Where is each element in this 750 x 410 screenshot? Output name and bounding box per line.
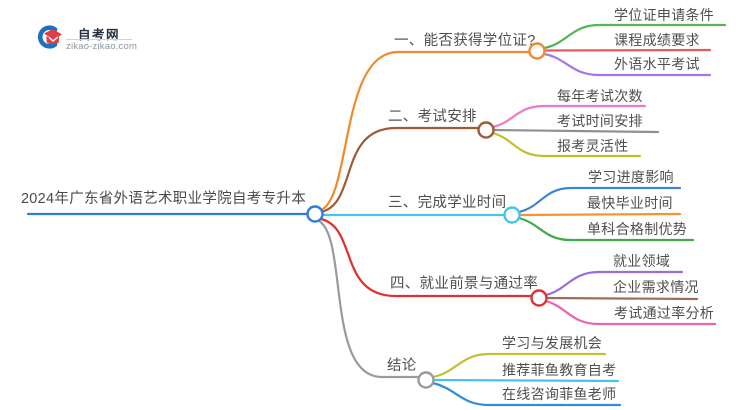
site-logo[interactable]: 自考网 zikao-zikao.com xyxy=(36,22,151,54)
leaf-1-3-label[interactable]: 外语水平考试 xyxy=(614,56,700,72)
connector-leaf-4-3 xyxy=(544,299,717,326)
connector-leaf-3-3 xyxy=(517,216,695,242)
leaf-5-3-label[interactable]: 在线咨询菲鱼老师 xyxy=(502,386,617,402)
branch-2-node-circle[interactable] xyxy=(477,121,495,139)
leaf-1-1-label[interactable]: 学位证申请条件 xyxy=(614,7,715,23)
connector-leaf-1-3 xyxy=(542,52,712,77)
branch-4-node-circle[interactable] xyxy=(530,289,548,307)
leaf-4-1-label[interactable]: 就业领域 xyxy=(613,253,671,269)
connector-leaf-2-2 xyxy=(492,128,660,134)
connector-leaf-1-2 xyxy=(543,48,712,52)
leaf-3-2-label[interactable]: 最快毕业时间 xyxy=(587,195,673,211)
leaf-4-2-label[interactable]: 企业需求情况 xyxy=(613,279,699,295)
leaf-3-3-label[interactable]: 单科合格制优势 xyxy=(587,221,688,237)
connector-leaf-1-1 xyxy=(542,23,727,50)
branch-2-label[interactable]: 二、考试安排 xyxy=(388,109,477,125)
connector-branch-2 xyxy=(319,126,480,214)
leaf-2-2-label[interactable]: 考试时间安排 xyxy=(557,113,643,129)
connector-leaf-4-2 xyxy=(545,296,699,301)
connector-branch-1 xyxy=(319,50,531,212)
leaf-5-2-label[interactable]: 推荐菲鱼教育自考 xyxy=(502,362,617,378)
connector-leaf-5-1 xyxy=(431,352,607,379)
branch-1-label[interactable]: 一、能否获得学位证? xyxy=(394,33,536,49)
logo-divider xyxy=(66,38,132,40)
connector-leaf-4-1 xyxy=(544,270,684,297)
root-node-circle[interactable] xyxy=(306,205,324,223)
connector-branch-4 xyxy=(319,217,533,298)
branch-4-label[interactable]: 四、就业前景与通过率 xyxy=(390,276,538,292)
logo-domain-text: zikao-zikao.com xyxy=(66,40,138,52)
connector-leaf-5-2 xyxy=(432,378,620,383)
connector-leaf-3-2 xyxy=(518,212,682,217)
branch-5-label[interactable]: 结论 xyxy=(387,358,417,374)
branch-3-label[interactable]: 三、完成学业时间 xyxy=(388,195,507,211)
leaf-4-3-label[interactable]: 考试通过率分析 xyxy=(614,305,715,321)
leaf-2-3-label[interactable]: 报考灵活性 xyxy=(557,138,629,154)
leaf-3-1-label[interactable]: 学习进度影响 xyxy=(588,169,674,185)
branch-3-node-circle[interactable] xyxy=(503,206,521,224)
connector-branch-5 xyxy=(317,219,420,379)
branch-5-node-circle[interactable] xyxy=(417,371,435,389)
connector-leaf-2-1 xyxy=(491,104,647,129)
leaf-2-1-label[interactable]: 每年考试次数 xyxy=(557,88,643,104)
connector-leaf-2-3 xyxy=(491,131,642,158)
branch-1-node-circle[interactable] xyxy=(528,42,546,60)
connector-leaf-5-3 xyxy=(431,381,622,407)
graduation-cap-icon xyxy=(37,25,62,49)
root-node-label[interactable]: 2024年广东省外语艺术职业学院自考专升本 xyxy=(20,191,306,207)
connector-leaf-3-1 xyxy=(517,186,682,214)
leaf-1-2-label[interactable]: 课程成绩要求 xyxy=(614,32,700,48)
leaf-5-1-label[interactable]: 学习与发展机会 xyxy=(502,335,603,351)
